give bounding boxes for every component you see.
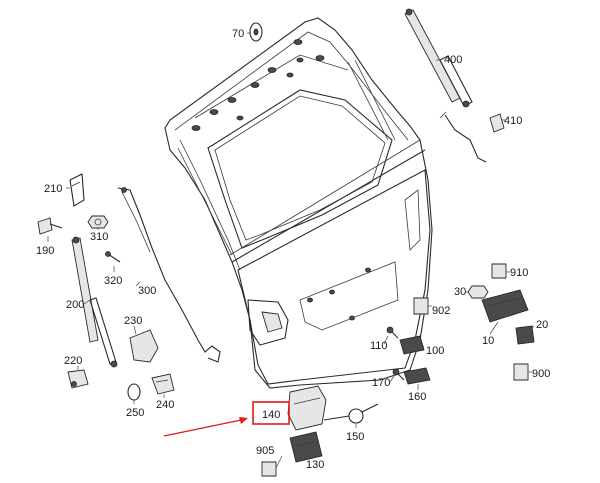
label-902 <box>413 297 429 315</box>
callout-130: 130 <box>306 459 324 471</box>
callout-410: 410 <box>504 115 522 127</box>
buffer-220 <box>67 369 89 389</box>
rod-410 <box>439 111 505 163</box>
callout-900: 900 <box>532 368 550 380</box>
latch-130 <box>289 431 323 463</box>
screw-110 <box>386 326 399 339</box>
callout-110: 110 <box>370 340 388 352</box>
callout-170: 170 <box>372 377 390 389</box>
callout-220: 220 <box>64 355 82 367</box>
label-910 <box>491 263 507 279</box>
label-900 <box>513 363 529 381</box>
callout-labels: 70 400 410 210 190 310 320 300 200 230 2… <box>36 28 550 471</box>
callout-400: 400 <box>444 54 462 66</box>
pin-320 <box>105 251 121 263</box>
clip-20 <box>515 325 535 345</box>
callout-10: 10 <box>482 335 494 347</box>
cable-300 <box>117 187 221 363</box>
callout-100: 100 <box>426 345 444 357</box>
washer-70 <box>249 22 263 42</box>
callout-320: 320 <box>104 275 122 287</box>
callout-250: 250 <box>126 407 144 419</box>
callout-240: 240 <box>156 399 174 411</box>
callout-190: 190 <box>36 245 54 257</box>
unit-10 <box>481 289 529 323</box>
callout-310: 310 <box>90 231 108 243</box>
cap-230 <box>129 329 159 363</box>
callout-30: 30 <box>454 286 466 298</box>
clip-240 <box>151 373 175 395</box>
gas-strut-200 <box>71 236 118 368</box>
leader-lines <box>47 32 535 469</box>
bolt-190 <box>37 217 63 235</box>
bracket-210 <box>69 173 85 207</box>
screw-170 <box>392 368 405 381</box>
switch-100 <box>399 335 425 355</box>
seal-250 <box>127 383 141 401</box>
callout-230: 230 <box>124 315 142 327</box>
callout-20: 20 <box>536 319 548 331</box>
highlight-arrow <box>163 417 248 437</box>
switch-160 <box>403 367 431 385</box>
callout-210: 210 <box>44 183 62 195</box>
highlight-box <box>252 401 290 425</box>
nut-30 <box>467 285 489 299</box>
tailgate-assembly <box>164 17 433 389</box>
cable-150 <box>323 403 379 424</box>
nut-310 <box>87 215 109 229</box>
lock-140 <box>287 385 327 431</box>
callout-902: 902 <box>432 305 450 317</box>
callout-905: 905 <box>256 445 274 457</box>
callout-200: 200 <box>66 299 84 311</box>
frame-holes <box>191 39 371 321</box>
label-905 <box>261 461 277 477</box>
callout-300: 300 <box>138 285 156 297</box>
callout-140: 140 <box>262 409 280 421</box>
callout-150: 150 <box>346 431 364 443</box>
gas-strut-400 <box>404 8 473 108</box>
callout-910: 910 <box>510 267 528 279</box>
callout-160: 160 <box>408 391 426 403</box>
callout-70: 70 <box>232 28 244 40</box>
